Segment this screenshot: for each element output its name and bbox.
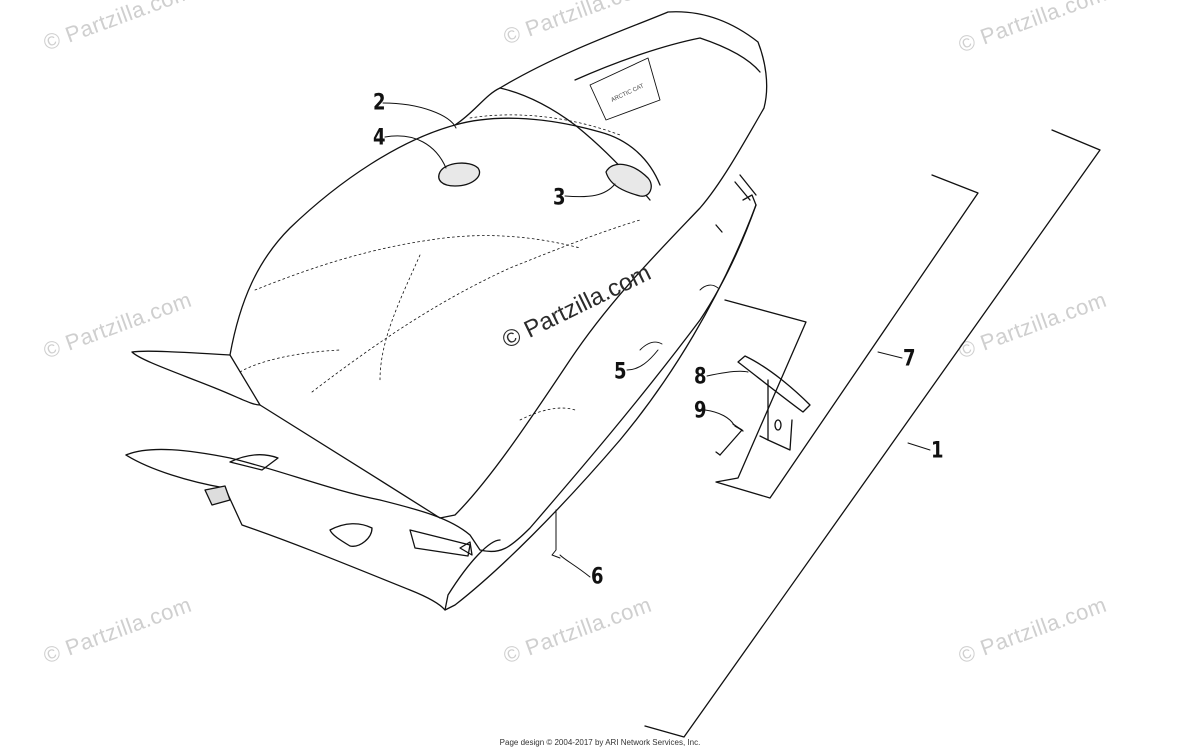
callout-8: 8: [694, 363, 707, 390]
callout-2: 2: [373, 89, 386, 116]
callout-6: 6: [591, 563, 604, 590]
callout-7: 7: [903, 345, 916, 372]
callout-3: 3: [553, 184, 566, 211]
seat-base: [125, 174, 757, 611]
callout-4: 4: [373, 124, 386, 151]
svg-text:ARCTIC CAT: ARCTIC CAT: [610, 83, 645, 104]
group-bracket-1: [644, 129, 1101, 738]
callout-1: 1: [931, 437, 944, 464]
callout-9: 9: [694, 397, 707, 424]
seat-bracket: [737, 355, 811, 451]
group-bracket-7: [715, 174, 979, 499]
footer-copyright: Page design © 2004-2017 by ARI Network S…: [499, 738, 701, 747]
rivet: [715, 423, 744, 456]
leader-lines: [382, 102, 931, 578]
seat-cushion: ARCTIC CAT: [131, 11, 768, 519]
callout-5: 5: [614, 358, 627, 385]
